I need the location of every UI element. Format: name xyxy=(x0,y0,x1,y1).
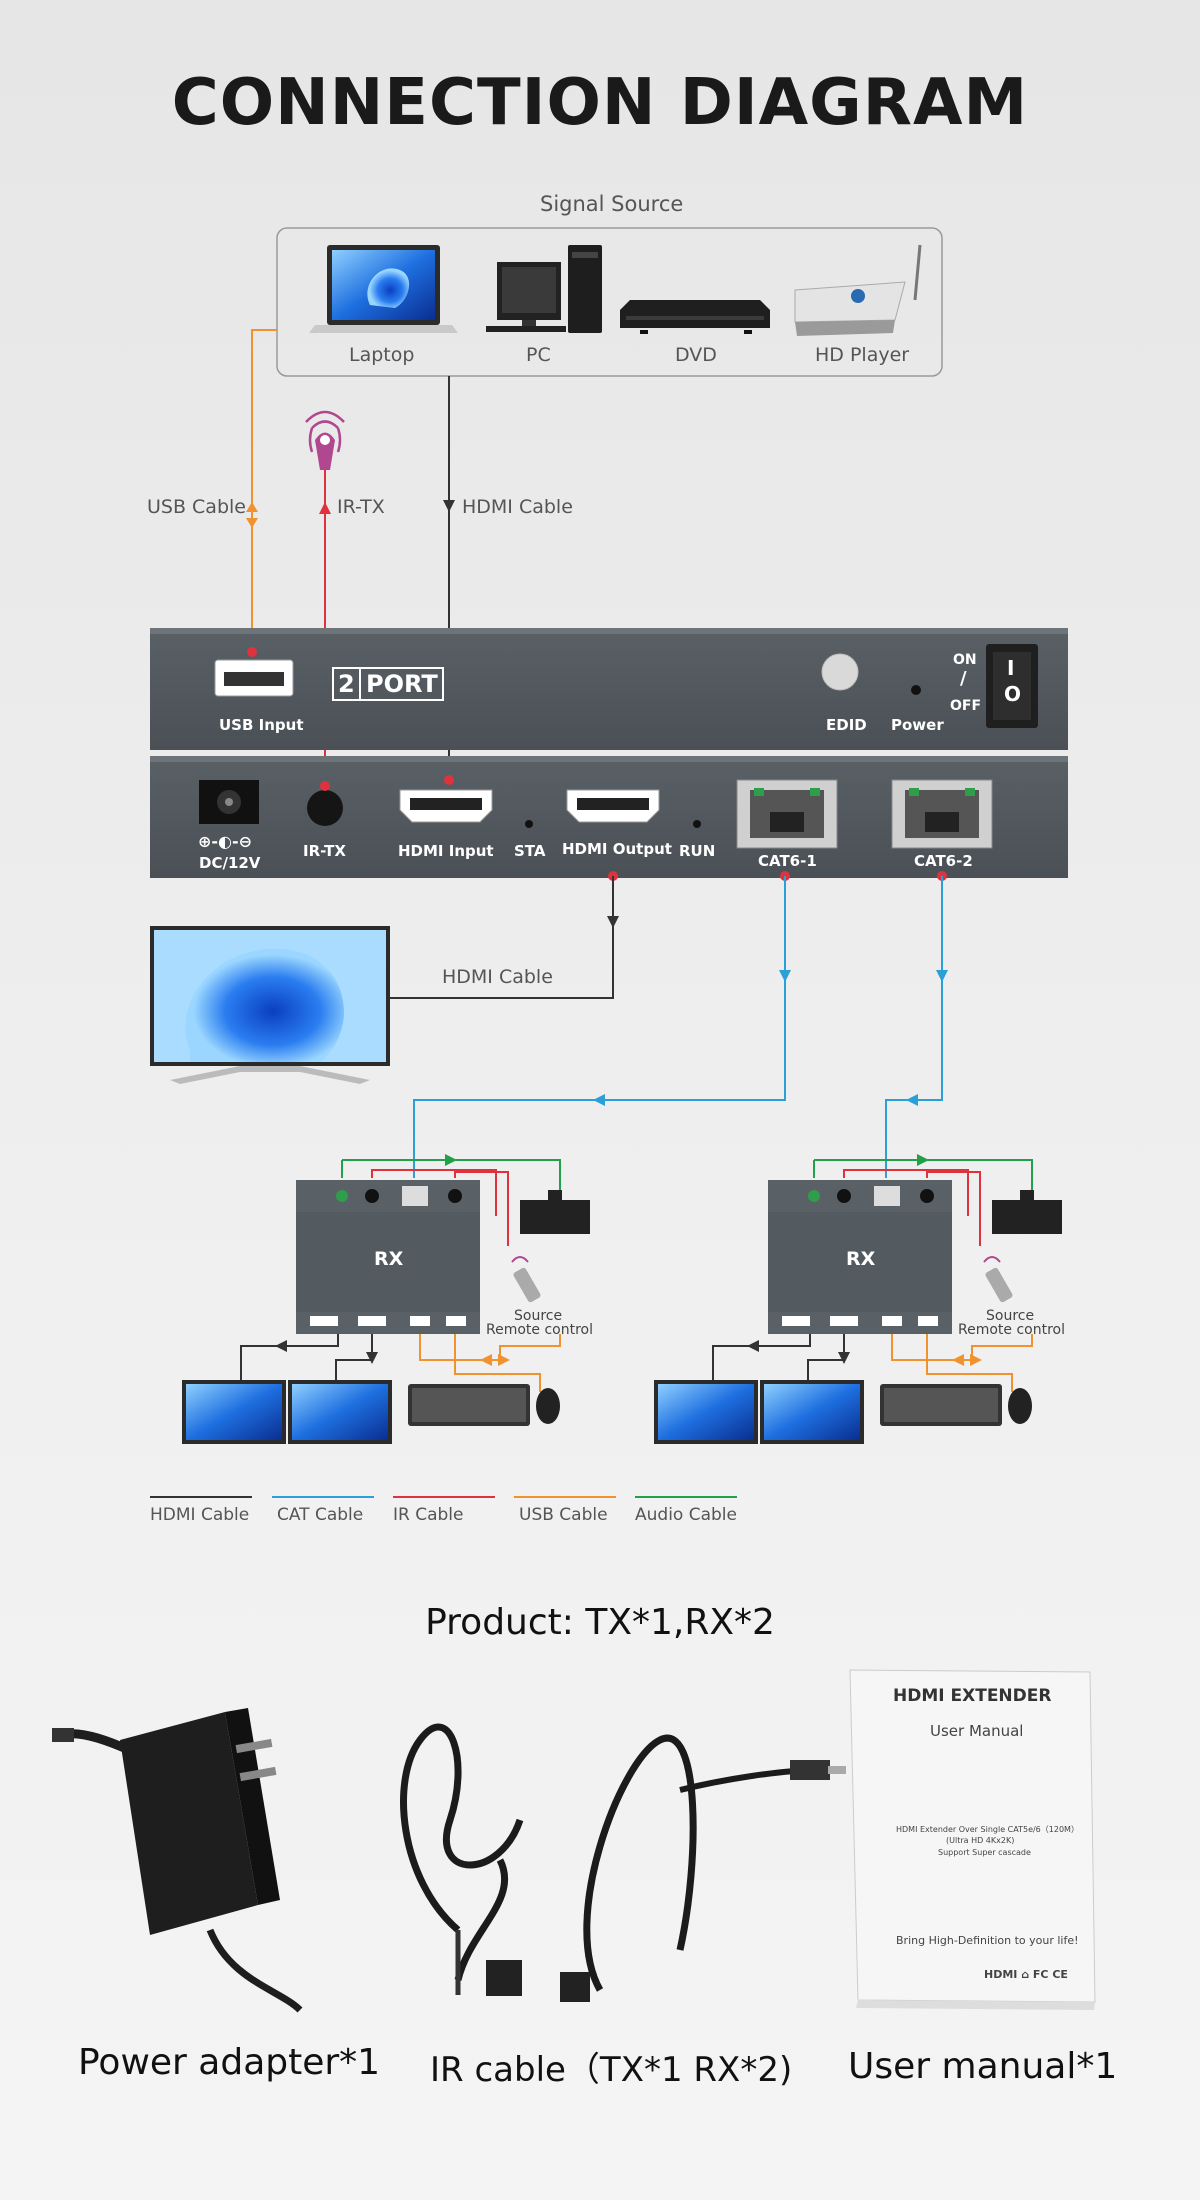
pc-icon xyxy=(486,245,602,333)
legend-ir: IR Cable xyxy=(393,1505,464,1525)
speaker-icon-2 xyxy=(992,1190,1062,1234)
cat6-2-port xyxy=(891,779,993,849)
pc-label: PC xyxy=(526,344,551,366)
ir-emitter-icon xyxy=(305,410,345,470)
power-label: Power xyxy=(891,716,944,734)
ir-cable-icon xyxy=(400,1723,846,2002)
user-manual-caption: User manual*1 xyxy=(848,2046,1118,2087)
hd-player-icon xyxy=(794,244,922,336)
user-manual-icon xyxy=(849,1669,1096,2010)
legend-usb: USB Cable xyxy=(519,1505,608,1525)
port-badge xyxy=(332,667,444,701)
hd-player-label: HD Player xyxy=(815,344,910,366)
signal-source-title: Signal Source xyxy=(540,192,684,216)
rx-2-label: RX xyxy=(846,1248,876,1270)
power-adapter-icon xyxy=(52,1708,303,2013)
on-label: ON xyxy=(953,652,977,668)
page-title: CONNECTION DIAGRAM xyxy=(171,66,1029,140)
usb-cable-arrows xyxy=(246,502,258,528)
legend-audio: Audio Cable xyxy=(635,1505,737,1525)
manual-line-2: (Ultra HD 4Kx2K) xyxy=(946,1836,1015,1845)
legend-hdmi: HDMI Cable xyxy=(150,1505,250,1525)
run-label: RUN xyxy=(679,842,716,860)
manual-subtitle: User Manual xyxy=(930,1722,1024,1740)
manual-line-1: HDMI Extender Over Single CAT5e/6（120M） xyxy=(896,1825,1079,1834)
rx-1-label: RX xyxy=(374,1248,404,1270)
hdmi-input-cable-label: HDMI Cable xyxy=(462,496,573,518)
power-adapter-caption: Power adapter*1 xyxy=(78,2042,381,2083)
off-label: OFF xyxy=(950,698,982,714)
ir-tx-cable-label: IR-TX xyxy=(337,496,385,518)
ir-cable-caption: IR cable（TX*1 RX*2) xyxy=(430,2050,793,2090)
rx-2-source-label: Source xyxy=(986,1308,1035,1324)
dc-label: DC/12V xyxy=(199,854,261,872)
hdmi-output-cable-label: HDMI Cable xyxy=(442,966,553,988)
rx-1-source-label: Source xyxy=(514,1308,563,1324)
cat-cable-1 xyxy=(413,876,786,1178)
sta-label: STA xyxy=(514,842,546,860)
rx-2-remote-label: Remote control xyxy=(958,1322,1065,1338)
ir-tx-jack xyxy=(307,790,343,826)
tv-icon xyxy=(150,926,390,1084)
run-led xyxy=(693,820,701,828)
rx-unit-2 xyxy=(654,1154,1062,1444)
on-off-slash: / xyxy=(960,668,967,689)
hdmi-output-label: HDMI Output xyxy=(562,840,672,858)
power-led xyxy=(911,685,921,695)
ir-tx-label: IR-TX xyxy=(303,842,346,860)
manual-logos: HDMI ⌂ FC CE xyxy=(984,1968,1068,1981)
edid-label: EDID xyxy=(826,716,867,734)
cat6-2-label: CAT6-2 xyxy=(914,852,973,870)
port-count: 2 xyxy=(338,670,355,698)
cat6-1-port xyxy=(736,779,838,849)
signal-source-box xyxy=(276,227,943,377)
dc-polarity: ⊕-◐-⊖ xyxy=(198,832,253,851)
usb-cable-line xyxy=(251,329,277,632)
usb-cable-label: USB Cable xyxy=(147,496,246,518)
rx-unit-1 xyxy=(182,1154,590,1444)
remote-control-icon-1 xyxy=(511,1256,541,1303)
laptop-label: Laptop xyxy=(349,344,415,366)
sta-led xyxy=(525,820,533,828)
remote-control-icon-2 xyxy=(983,1256,1013,1303)
product-title: Product: TX*1,RX*2 xyxy=(425,1602,775,1643)
laptop-icon xyxy=(309,245,458,333)
manual-line-3: Support Super cascade xyxy=(938,1848,1031,1857)
edid-button xyxy=(821,653,859,691)
switch-on-mark: I xyxy=(1007,656,1015,680)
port-word: PORT xyxy=(366,670,438,698)
legend-cat: CAT Cable xyxy=(277,1505,364,1525)
speaker-icon-1 xyxy=(520,1190,590,1234)
manual-title: HDMI EXTENDER xyxy=(893,1686,1052,1706)
switch-off-mark: O xyxy=(1004,682,1022,706)
cat-cable-2 xyxy=(885,876,943,1178)
dvd-icon xyxy=(620,300,770,334)
rx-1-remote-label: Remote control xyxy=(486,1322,593,1338)
cat6-1-label: CAT6-1 xyxy=(758,852,817,870)
manual-tagline: Bring High-Definition to your life! xyxy=(896,1934,1079,1947)
usb-input-label: USB Input xyxy=(219,716,304,734)
dvd-label: DVD xyxy=(675,344,717,366)
hdmi-input-label: HDMI Input xyxy=(398,842,494,860)
